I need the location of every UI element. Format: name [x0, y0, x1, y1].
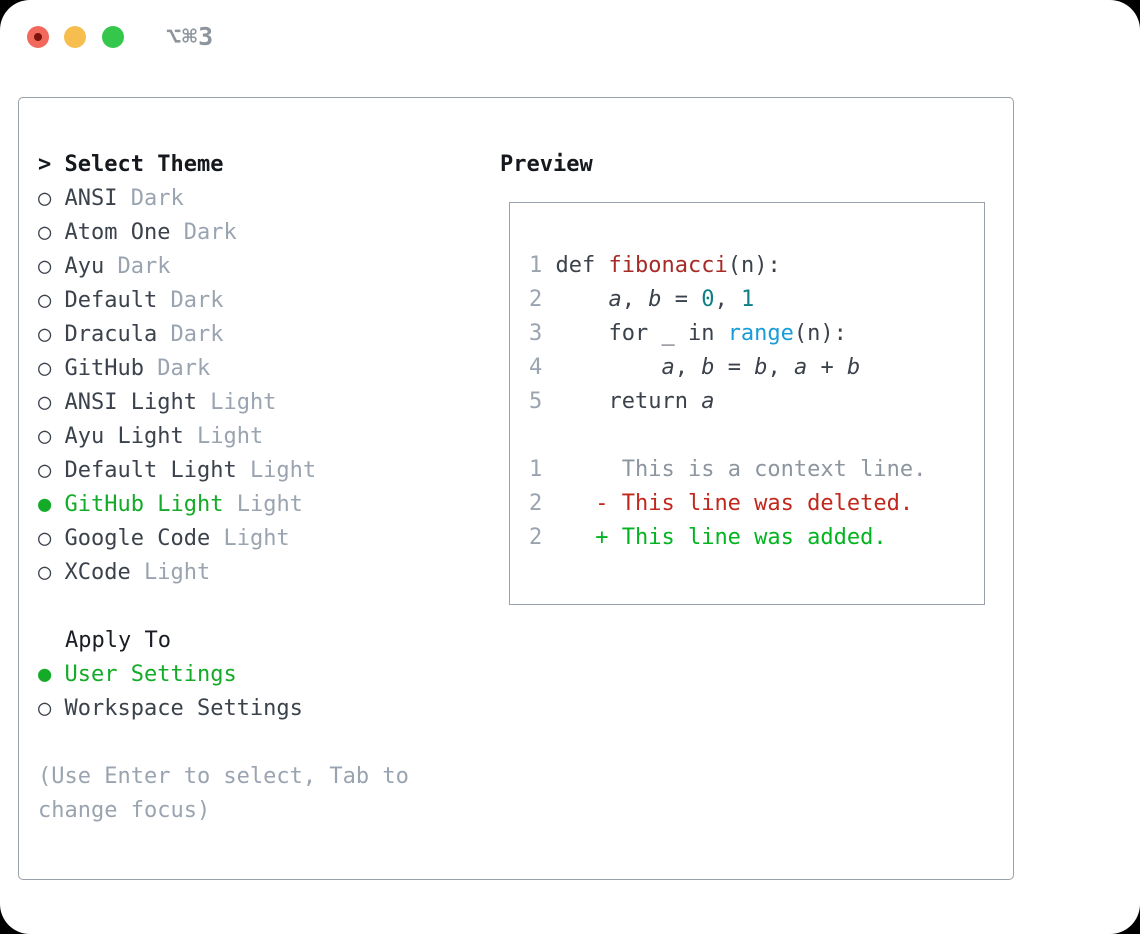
preview-code: 1 def fibonacci(n): 2 a, b = 0, 1 3 for _ …: [510, 203, 984, 555]
theme-option-default-light[interactable]: ○ Default Light Light: [38, 458, 317, 483]
preview-line-code: 3 for _ in range(n):: [529, 321, 847, 346]
theme-option-ansi[interactable]: ○ ANSI Dark: [38, 186, 184, 211]
apply-option-user-settings[interactable]: ● User Settings: [38, 662, 237, 687]
spacer: [38, 726, 409, 760]
apply-option-workspace-settings[interactable]: ○ Workspace Settings: [38, 696, 303, 721]
preview-line-code: 5 return a: [529, 389, 715, 414]
theme-option-github-light[interactable]: ● GitHub Light Light: [38, 492, 303, 517]
theme-list: ○ ANSI Dark ○ Atom One Dark ○ Ayu Dark ○ De…: [38, 182, 409, 590]
close-button[interactable]: [27, 26, 49, 48]
apply-to-header: Apply To: [38, 624, 409, 658]
theme-picker-header: > Select Theme: [38, 148, 409, 182]
theme-picker-column: > Select Theme ○ ANSI Dark ○ Atom One Dar…: [38, 148, 409, 828]
close-dot-icon: [34, 33, 42, 41]
preview-line-added: 2 + This line was added.: [529, 525, 887, 550]
apply-options: ● User Settings ○ Workspace Settings: [38, 658, 409, 726]
apply-to-label: Apply To: [65, 628, 171, 653]
theme-option-default[interactable]: ○ Default Dark: [38, 288, 224, 313]
theme-option-ayu-light[interactable]: ○ Ayu Light Light: [38, 424, 264, 449]
preview-line-context: 1 This is a context line.: [529, 457, 927, 482]
theme-option-dracula[interactable]: ○ Dracula Dark: [38, 322, 224, 347]
zoom-button[interactable]: [102, 26, 124, 48]
theme-option-google-code[interactable]: ○ Google Code Light: [38, 526, 290, 551]
preview-title: Preview: [500, 152, 593, 177]
preview-line-deleted: 2 - This line was deleted.: [529, 491, 914, 516]
preview-box: 1 def fibonacci(n): 2 a, b = 0, 1 3 for _ …: [509, 202, 985, 605]
keyboard-hint-line-1: (Use Enter to select, Tab to: [38, 764, 409, 789]
theme-option-xcode[interactable]: ○ XCode Light: [38, 560, 211, 585]
selection-caret-icon: >: [38, 152, 52, 177]
preview-line-code: 1 def fibonacci(n):: [529, 253, 781, 278]
window-title: ⌥⌘3: [166, 22, 215, 51]
keyboard-hint-line-2: change focus): [38, 798, 211, 823]
theme-option-ansi-light[interactable]: ○ ANSI Light Light: [38, 390, 277, 415]
minimize-button[interactable]: [64, 26, 86, 48]
theme-option-github[interactable]: ○ GitHub Dark: [38, 356, 211, 381]
theme-option-atom-one[interactable]: ○ Atom One Dark: [38, 220, 237, 245]
theme-picker-title: Select Theme: [64, 152, 224, 177]
preview-line-code: 2 a, b = 0, 1: [529, 287, 755, 312]
spacer: [38, 590, 409, 624]
preview-line-code: 4 a, b = b, a + b: [529, 355, 861, 380]
preview-line-blank: [529, 419, 984, 453]
window-titlebar: ⌥⌘3: [0, 0, 1140, 74]
theme-option-ayu[interactable]: ○ Ayu Dark: [38, 254, 171, 279]
